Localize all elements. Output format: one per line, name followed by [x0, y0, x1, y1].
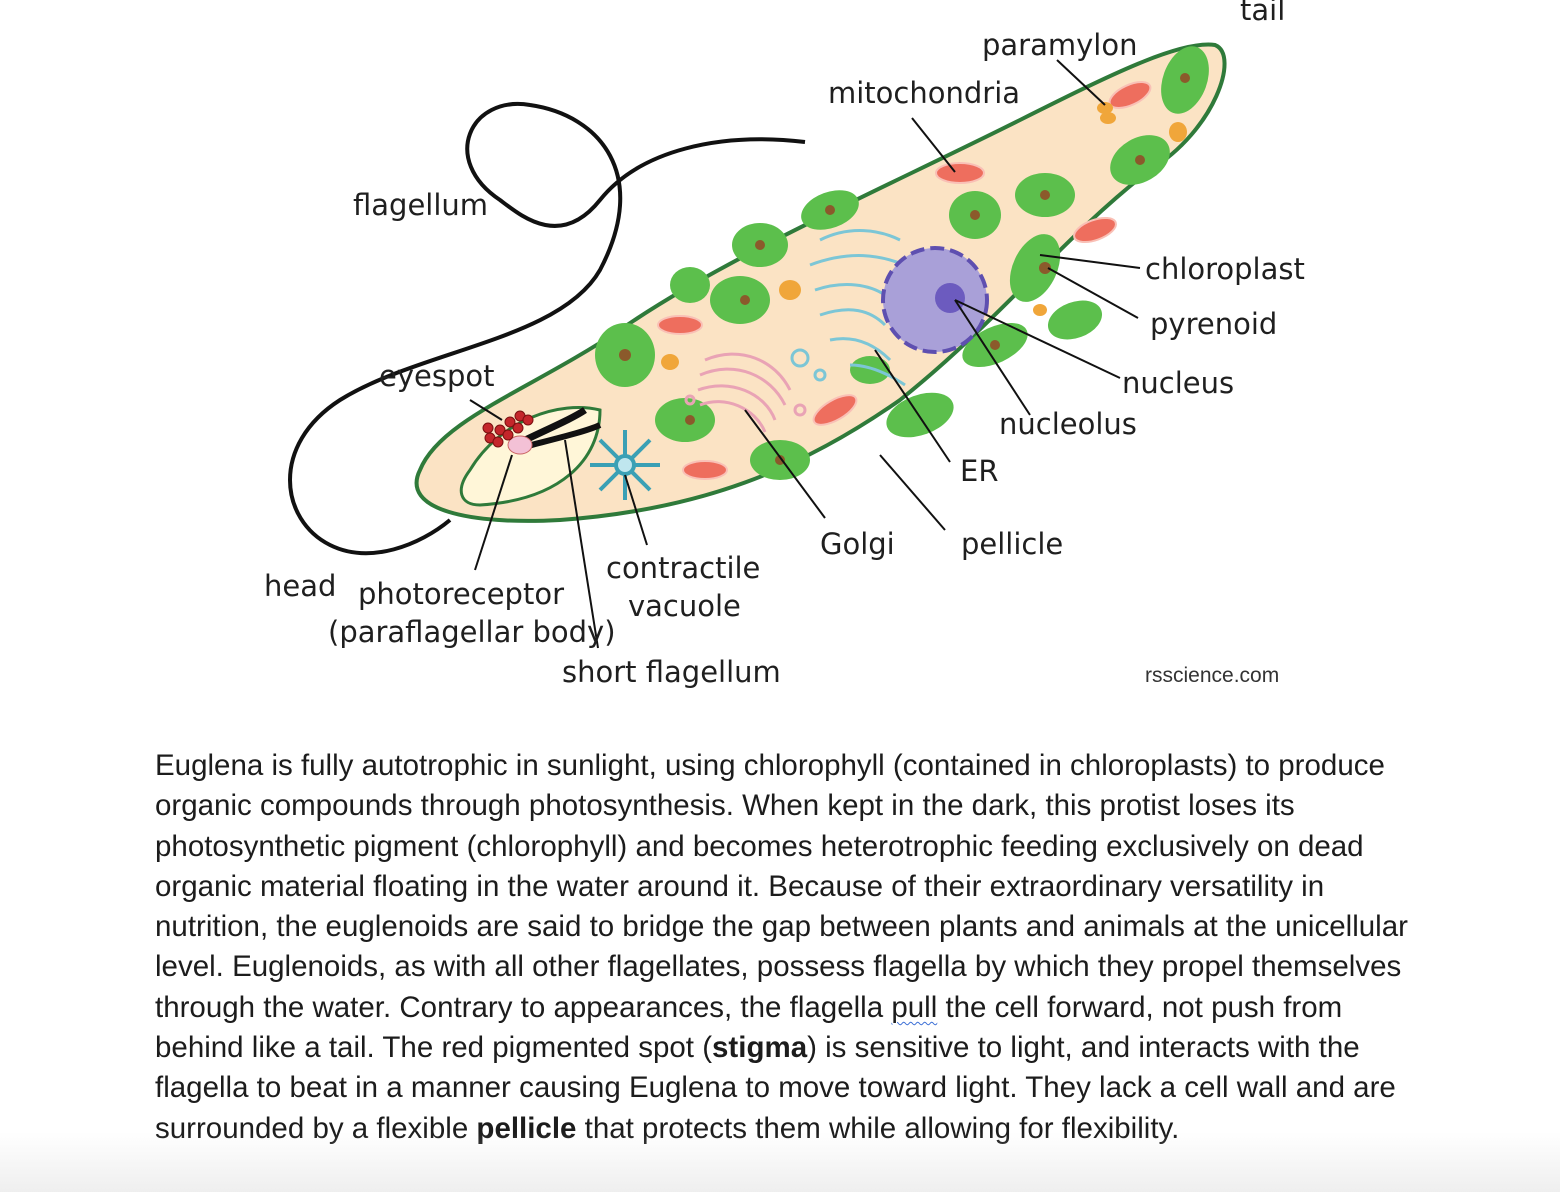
article-paragraph: Euglena is fully autotrophic in sunlight… — [155, 746, 1415, 1149]
label-vacuole: vacuole — [628, 589, 741, 623]
label-golgi: Golgi — [820, 527, 895, 561]
paramylon-granules — [661, 102, 1187, 370]
mitochondria — [657, 81, 1152, 480]
article-text-3: ) is sensitive to light, and interacts w… — [155, 1031, 1396, 1145]
article-text-4: that protects them while allowing for fl… — [576, 1111, 1180, 1145]
label-paramylon: paramylon — [982, 28, 1137, 62]
leader-lines — [469, 59, 1141, 649]
label-tail: tail — [1240, 0, 1285, 27]
euglena-diagram: tail paramylon mitochondria flagellum ch… — [264, 0, 1305, 689]
article-text-1: Euglena is fully autotrophic in sunlight… — [155, 749, 1408, 1024]
label-contractile: contractile — [606, 551, 760, 585]
label-short-flagellum: short flagellum — [562, 655, 781, 689]
article-text-2: the cell forward, not push from behind l… — [155, 990, 1343, 1065]
label-eyespot: eyespot — [379, 359, 494, 393]
label-head: head — [264, 569, 336, 603]
flagellum-strand — [288, 101, 806, 556]
spellcheck-word-pull: pull — [891, 990, 938, 1024]
contractile-vacuole — [590, 430, 660, 500]
label-nucleus: nucleus — [1122, 366, 1234, 400]
label-chloroplast: chloroplast — [1145, 252, 1305, 286]
label-nucleolus: nucleolus — [999, 407, 1137, 441]
term-pellicle: pellicle — [476, 1111, 577, 1145]
label-paraflagellar-body: (paraflagellar body) — [328, 615, 616, 649]
label-flagellum: flagellum — [353, 188, 488, 222]
cell-body — [414, 42, 1227, 523]
eyespot — [482, 410, 534, 448]
endoplasmic-reticulum — [790, 229, 906, 387]
nucleus — [881, 246, 989, 354]
label-er: ER — [960, 454, 998, 488]
label-mitochondria: mitochondria — [828, 76, 1020, 110]
credit-text: rsscience.com — [1145, 664, 1279, 687]
label-photoreceptor: photoreceptor — [358, 577, 564, 611]
photoreceptor — [507, 435, 533, 455]
pyrenoids — [619, 73, 1190, 465]
label-pyrenoid: pyrenoid — [1150, 307, 1277, 341]
label-pellicle: pellicle — [961, 527, 1063, 561]
golgi-apparatus — [684, 352, 807, 433]
term-stigma: stigma — [712, 1031, 808, 1065]
